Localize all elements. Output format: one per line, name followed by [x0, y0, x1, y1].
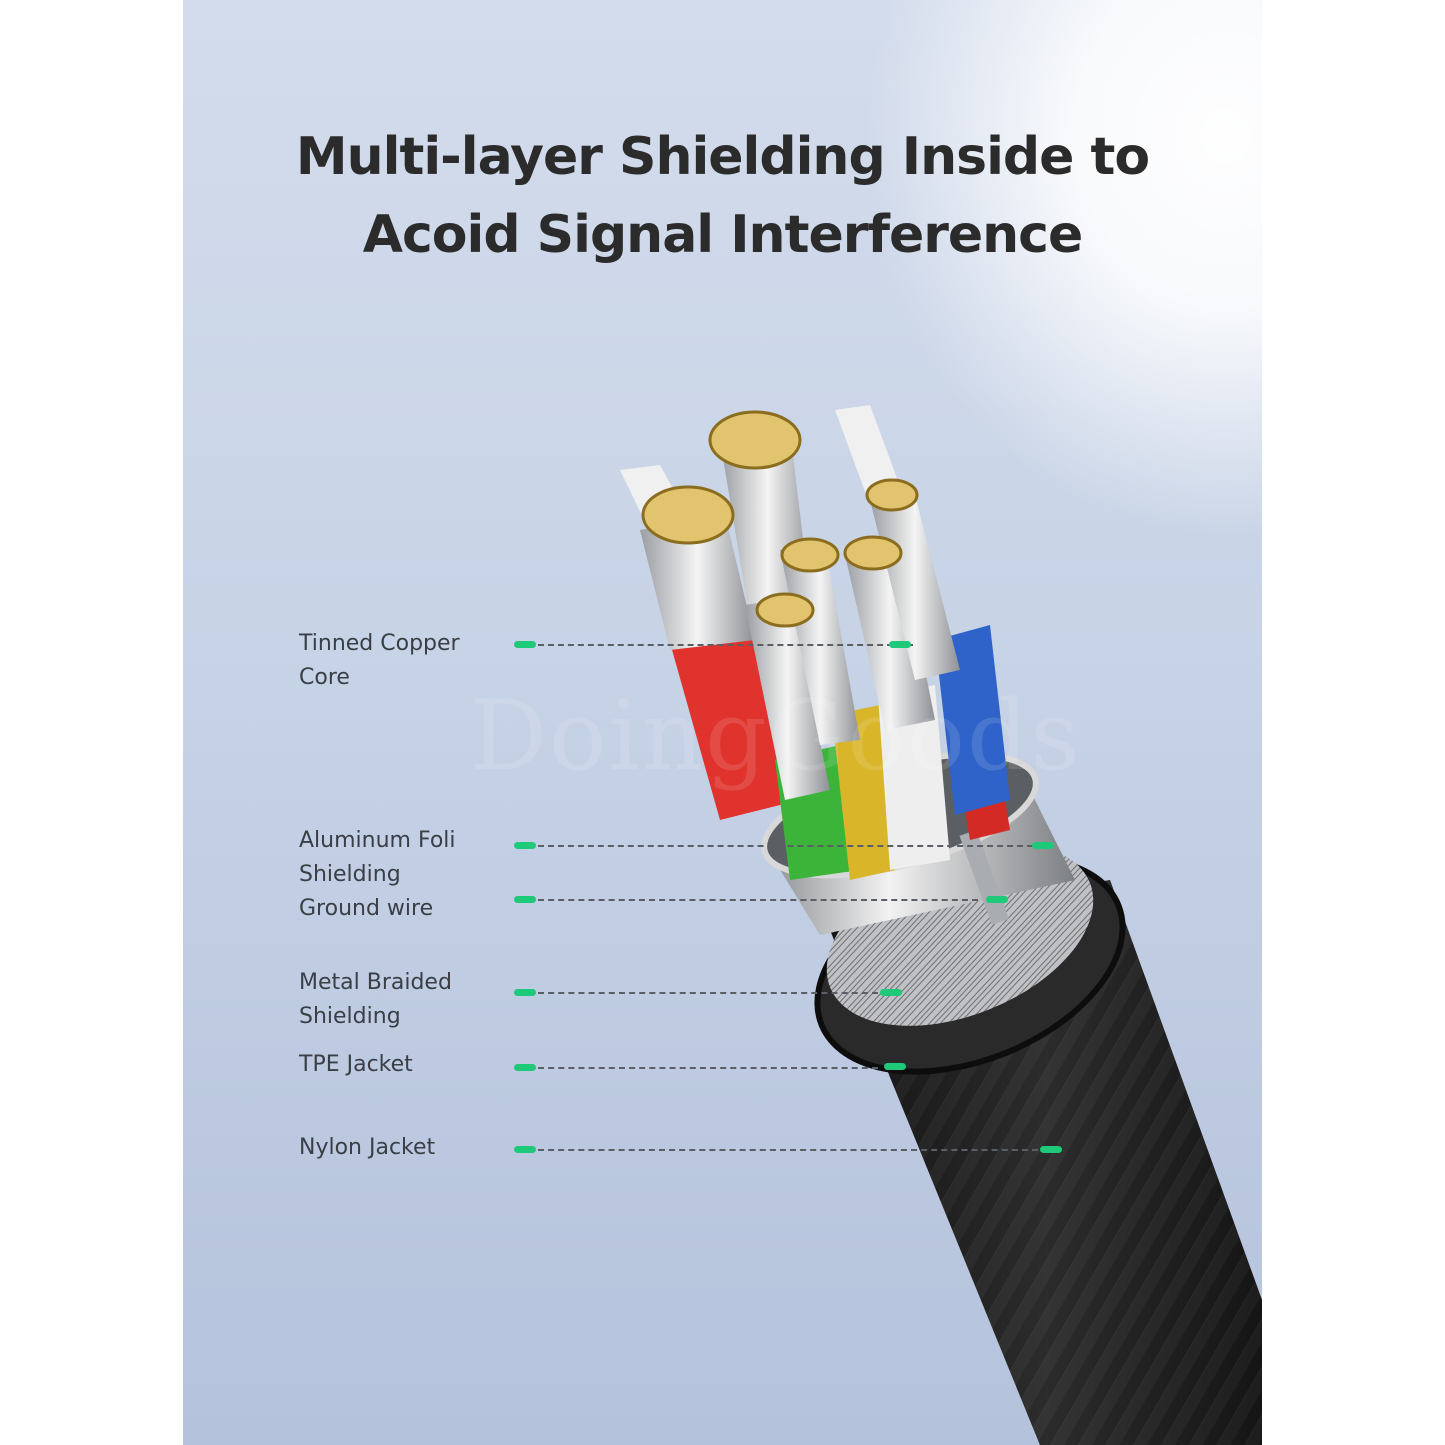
marker-dot — [514, 641, 536, 648]
wire-white — [878, 685, 950, 870]
marker-dot — [1040, 1146, 1062, 1153]
leader-line — [538, 899, 978, 901]
watermark: DoingGoods — [470, 680, 1082, 792]
callout-label: Nylon Jacket — [299, 1131, 435, 1165]
label-line: TPE Jacket — [299, 1052, 413, 1077]
marker-dot — [514, 1146, 536, 1153]
label-line: Shielding — [299, 862, 401, 887]
marker-dot — [986, 896, 1008, 903]
label-line: Metal Braided — [299, 970, 452, 995]
marker-dot — [514, 896, 536, 903]
marker-dot — [514, 842, 536, 849]
label-line: Tinned Copper — [299, 631, 460, 656]
callout-label: Ground wire — [299, 892, 433, 926]
callout-label: Metal Braided Shielding — [299, 966, 452, 1034]
leader-line — [538, 845, 1033, 847]
label-line: Nylon Jacket — [299, 1135, 436, 1160]
label-line: Core — [299, 665, 350, 690]
marker-dot — [514, 1064, 536, 1071]
tinned-copper-ends — [641, 410, 919, 628]
label-line: Shielding — [299, 1004, 401, 1029]
leader-line — [538, 992, 878, 994]
marker-dot — [1032, 842, 1054, 849]
wire-red-left — [665, 610, 800, 820]
callout-label: Aluminum Foli Shielding — [299, 824, 456, 892]
marker-dot — [514, 989, 536, 996]
marker-dot — [884, 1063, 906, 1070]
light-glow — [862, 0, 1262, 540]
label-line: Aluminum Foli — [299, 828, 456, 853]
marker-dot — [889, 641, 911, 648]
label-line: Ground wire — [299, 896, 434, 921]
wire-yellow — [832, 705, 895, 880]
leader-line — [538, 644, 913, 646]
callout-label: Tinned Copper Core — [299, 627, 460, 695]
background-panel — [183, 0, 1262, 1445]
title-line-2: Acoid Signal Interference — [362, 205, 1084, 265]
leader-line — [538, 1067, 878, 1069]
wire-blue — [935, 625, 1010, 815]
title-line-1: Multi-layer Shielding Inside to — [295, 127, 1150, 187]
leader-line — [538, 1149, 1038, 1151]
callout-label: TPE Jacket — [299, 1048, 413, 1082]
marker-dot — [880, 989, 902, 996]
page-title: Multi-layer Shielding Inside to Acoid Si… — [0, 118, 1445, 274]
